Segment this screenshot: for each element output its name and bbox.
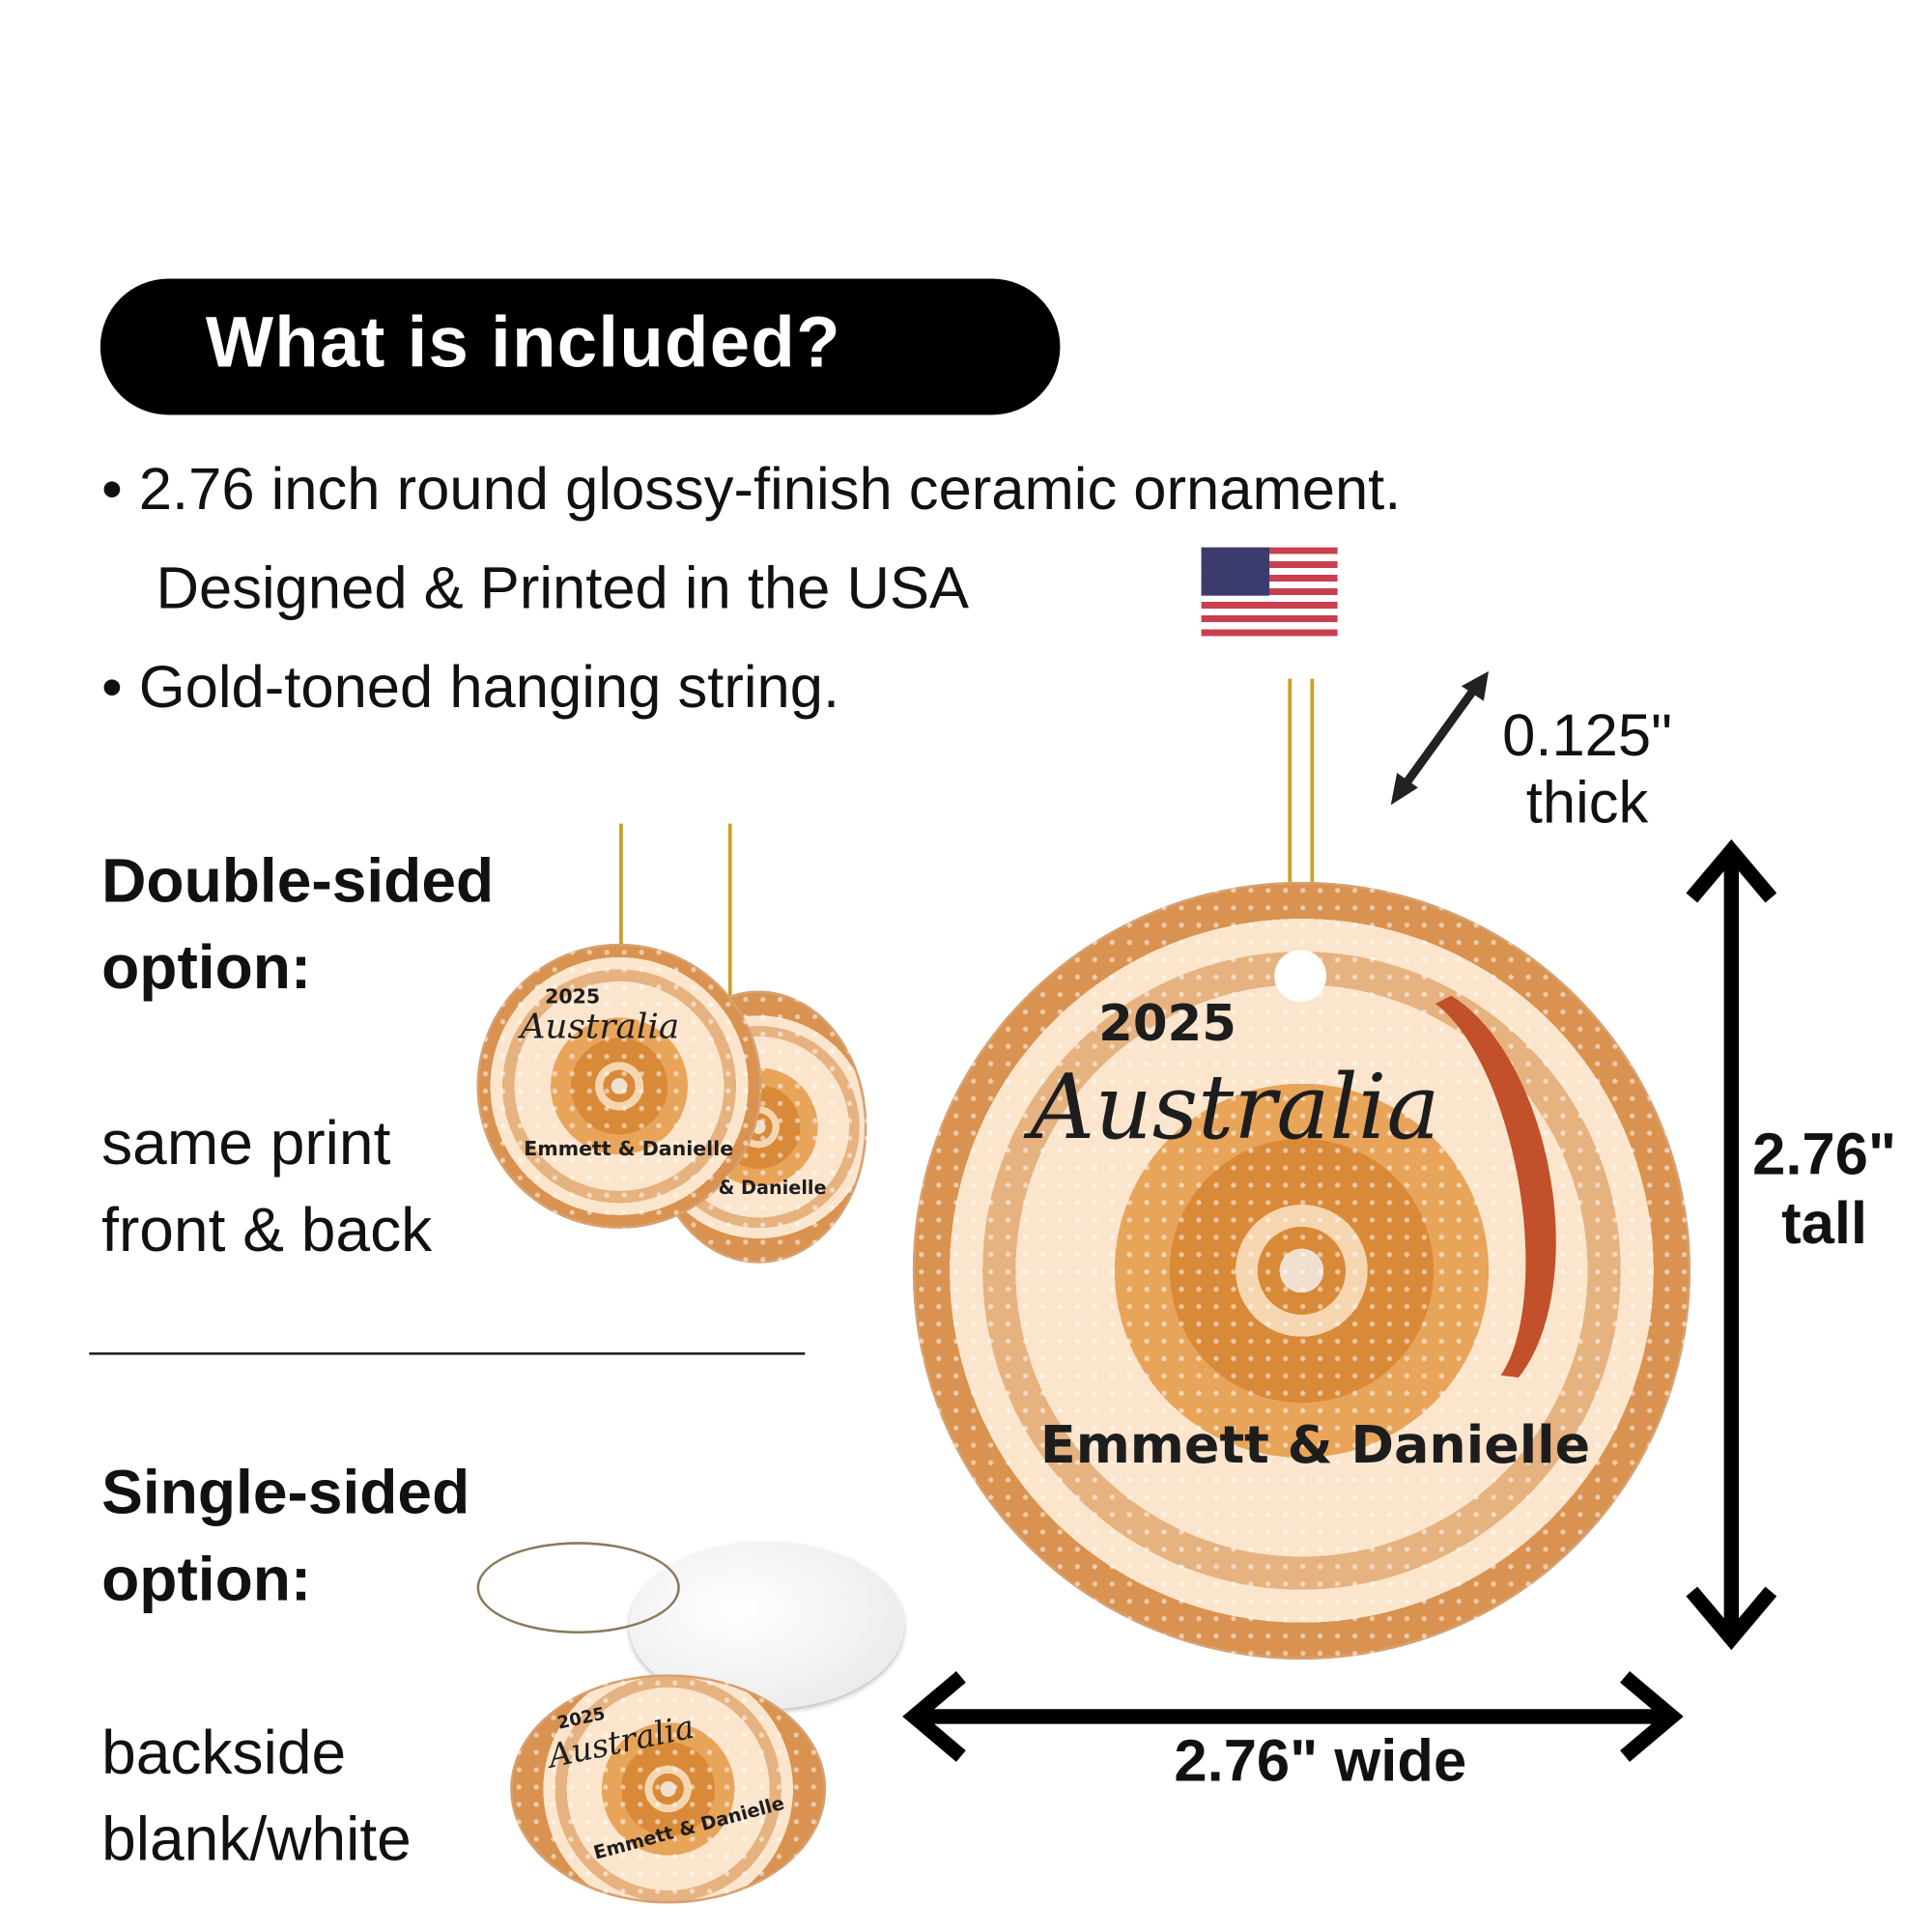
string [476, 1542, 680, 1634]
thickness-label: 0.125"thick [1502, 703, 1672, 837]
thickness-arrow-icon [1390, 670, 1490, 806]
bullet-text: 2.76 inch round glossy-finish ceramic or… [138, 457, 1402, 524]
ornament-place: Australia [1030, 1055, 1440, 1159]
width-arrow-icon [902, 1671, 1684, 1762]
header-title: What is included? [205, 301, 841, 384]
ornament-year: 2025 [1098, 995, 1236, 1053]
ornament-main: 2025 Australia Emmett & Danielle [912, 881, 1690, 1660]
boomerang-image [1286, 964, 1588, 1427]
header-pill: What is included? [99, 278, 1061, 415]
height-label: 2.76"tall [1752, 1122, 1897, 1258]
ornament-names: Emmett & Danielle [1039, 1414, 1591, 1475]
string [727, 823, 732, 998]
bullet-2: • Gold-toned hanging string. [101, 655, 840, 722]
divider [89, 1351, 806, 1355]
string [619, 823, 623, 973]
us-flag-icon [1201, 547, 1338, 637]
ornament-back: & Danielle [650, 990, 867, 1264]
ornament-front-small: 2025 Australia Emmett & Danielle [476, 943, 762, 1229]
width-label: 2.76" wide [1174, 1728, 1467, 1795]
ornament-front-tilted: 2025 Australia Emmett & Danielle [510, 1674, 827, 1904]
string [1310, 678, 1315, 964]
bullet-1-cont: Designed & Printed in the USA [156, 555, 970, 622]
bullet-1: • 2.76 inch round glossy-finish ceramic … [101, 457, 1402, 524]
bullet-text: Gold-toned hanging string. [138, 655, 840, 722]
hanging-hole [1274, 950, 1327, 1003]
string [1288, 678, 1293, 964]
height-arrow-icon [1686, 838, 1777, 1651]
